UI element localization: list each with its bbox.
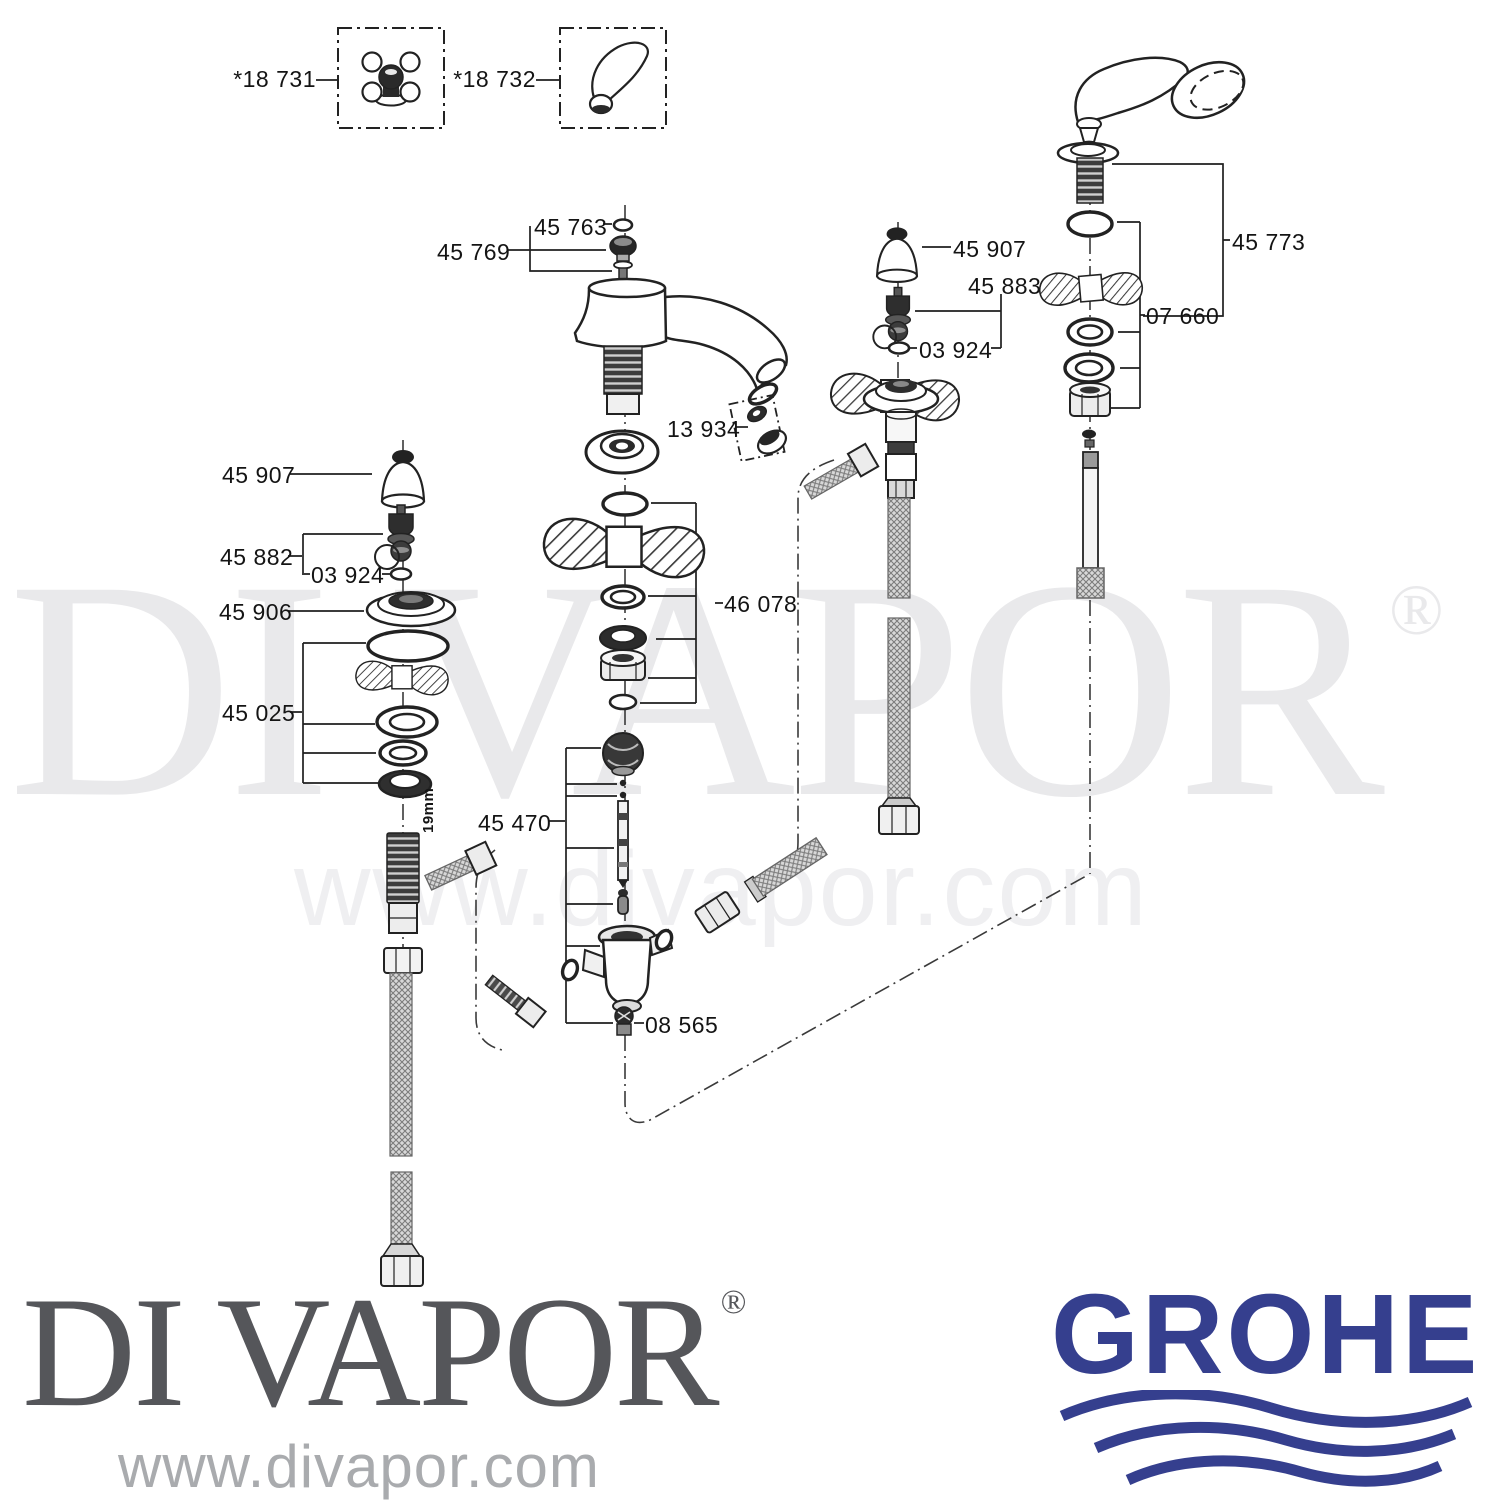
part-label-45773: 45 773 <box>1232 229 1306 255</box>
part-label-45907-right: 45 907 <box>953 236 1027 262</box>
part-label-45907-left: 45 907 <box>222 462 296 488</box>
divapor-url: www.divapor.com <box>118 1433 600 1500</box>
left-valve-assembly <box>355 448 457 1287</box>
spout-body <box>573 277 788 415</box>
side-nipple-right <box>743 836 828 903</box>
part-label-45763: 45 763 <box>534 214 608 240</box>
bottom-nut-08565 <box>614 1006 634 1036</box>
part-label-45470: 45 470 <box>478 810 552 836</box>
part-label-18731: *18 731 <box>233 66 316 92</box>
part-label-03924-right: 03 924 <box>919 337 993 363</box>
hand-shower-icon <box>1074 56 1246 150</box>
hex-nut <box>383 947 423 974</box>
mounting-kit-07660 <box>1063 317 1115 417</box>
option-box-lever-handle <box>559 27 667 129</box>
part-label-08565: 08 565 <box>645 1012 719 1038</box>
grohe-logo-text: GROHE <box>1051 1271 1481 1397</box>
part-label-46078: 46 078 <box>724 591 798 617</box>
spout-rosette <box>584 429 660 475</box>
part-label-45906: 45 906 <box>219 599 293 625</box>
leader-lines <box>288 79 1230 1024</box>
part-label-18732: *18 732 <box>453 66 536 92</box>
washer-stack-45025 <box>375 705 439 799</box>
right-valve-assembly <box>803 226 961 835</box>
mounting-kit-46078 <box>542 491 706 711</box>
flex-hose-tail <box>878 497 920 835</box>
part-label-45025: 45 025 <box>222 700 296 726</box>
lever-handle-icon <box>588 41 650 115</box>
dimension-label-19mm: 19mm <box>420 787 437 833</box>
option-box-cross-handle <box>337 27 445 129</box>
part-label-45882: 45 882 <box>220 544 294 570</box>
part-label-07660: 07 660 <box>1146 303 1220 329</box>
part-label-45883: 45 883 <box>968 273 1042 299</box>
divapor-registered-icon: ® <box>720 1284 747 1321</box>
spout-assembly <box>424 218 828 1036</box>
flex-hose <box>380 972 424 1287</box>
side-nipple <box>803 442 880 500</box>
watermark-registered-icon: ® <box>1388 570 1444 650</box>
grohe-waves-icon <box>1059 1390 1473 1487</box>
hand-shower-assembly <box>1037 56 1246 599</box>
part-label-13934: 13 934 <box>667 416 741 442</box>
diverter-45470 <box>581 732 674 1013</box>
escutcheon-45906 <box>365 591 457 628</box>
part-label-45769: 45 769 <box>437 239 511 265</box>
threaded-shank <box>386 832 420 934</box>
side-nut-right <box>694 891 741 934</box>
side-screw <box>484 974 548 1029</box>
side-nipple-left <box>424 840 498 891</box>
pullout-hose <box>1076 429 1105 599</box>
divapor-logo-text: DI VAPOR <box>22 1265 720 1440</box>
divapor-logo: DI VAPOR® <box>22 1274 747 1432</box>
escutcheon-dome <box>862 379 940 415</box>
part-label-03924-left: 03 924 <box>311 562 385 588</box>
aerator-kit-13934 <box>728 393 788 463</box>
cross-handle-icon <box>361 51 421 107</box>
